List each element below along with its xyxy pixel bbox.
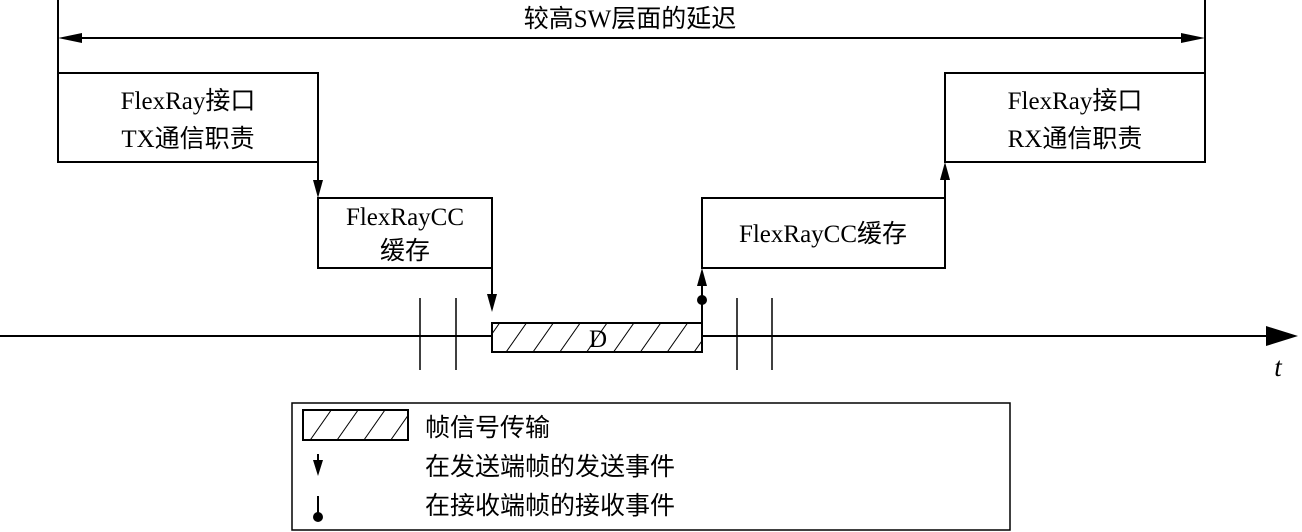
legend-item-receive-event: 在接收端帧的接收事件 (425, 492, 675, 520)
time-axis-label: t (1274, 352, 1283, 382)
rx-buffer-label: FlexRayCC缓存 (739, 220, 907, 248)
delay-span: 较高SW层面的延迟 (57, 0, 1206, 162)
rx-interface-frame (944, 72, 1206, 163)
frame-label: D (589, 326, 607, 353)
send-event-arrow-head (487, 294, 497, 312)
tx-interface-to-buffer-arrow-head (313, 180, 323, 198)
legend-item-send-event: 在发送端帧的发送事件 (425, 453, 675, 481)
delay-label: 较高SW层面的延迟 (524, 5, 737, 33)
legend-send-arrow-icon (313, 460, 323, 476)
tx-interface-line1: FlexRay接口 (121, 87, 256, 115)
tx-buffer-box: FlexRayCC 缓存 (317, 197, 493, 269)
tx-buffer-line2: 缓存 (380, 237, 430, 265)
tx-buffer-frame (317, 197, 493, 269)
delay-arrow-right-head (1181, 33, 1205, 43)
frame-hatched-box (491, 322, 703, 353)
rx-buffer-to-interface-arrow-head (940, 162, 950, 180)
rx-interface-box: FlexRay接口 RX通信职责 (944, 72, 1206, 163)
rx-interface-line2: RX通信职责 (1008, 125, 1143, 153)
delay-arrow-left-head (58, 33, 82, 43)
legend-item-frame-transmission: 帧信号传输 (425, 414, 550, 442)
frame-transmission: D (491, 322, 703, 353)
tx-buffer-line1: FlexRayCC (346, 204, 464, 231)
tx-interface-box: FlexRay接口 TX通信职责 (57, 72, 319, 163)
tx-interface-frame (57, 72, 319, 163)
rx-buffer-frame (701, 197, 946, 269)
legend-receive-dot-icon (313, 512, 323, 522)
time-axis-arrow-head (1266, 326, 1298, 346)
rx-buffer-box: FlexRayCC缓存 (701, 197, 946, 269)
legend: 帧信号传输 在发送端帧的发送事件 在接收端帧的接收事件 (291, 402, 1011, 531)
legend-hatch-symbol (302, 409, 409, 441)
rx-interface-line1: FlexRay接口 (1008, 87, 1143, 115)
legend-frame (291, 402, 1011, 531)
tx-interface-line2: TX通信职责 (121, 125, 254, 153)
receive-event-arrow-head (697, 268, 707, 286)
